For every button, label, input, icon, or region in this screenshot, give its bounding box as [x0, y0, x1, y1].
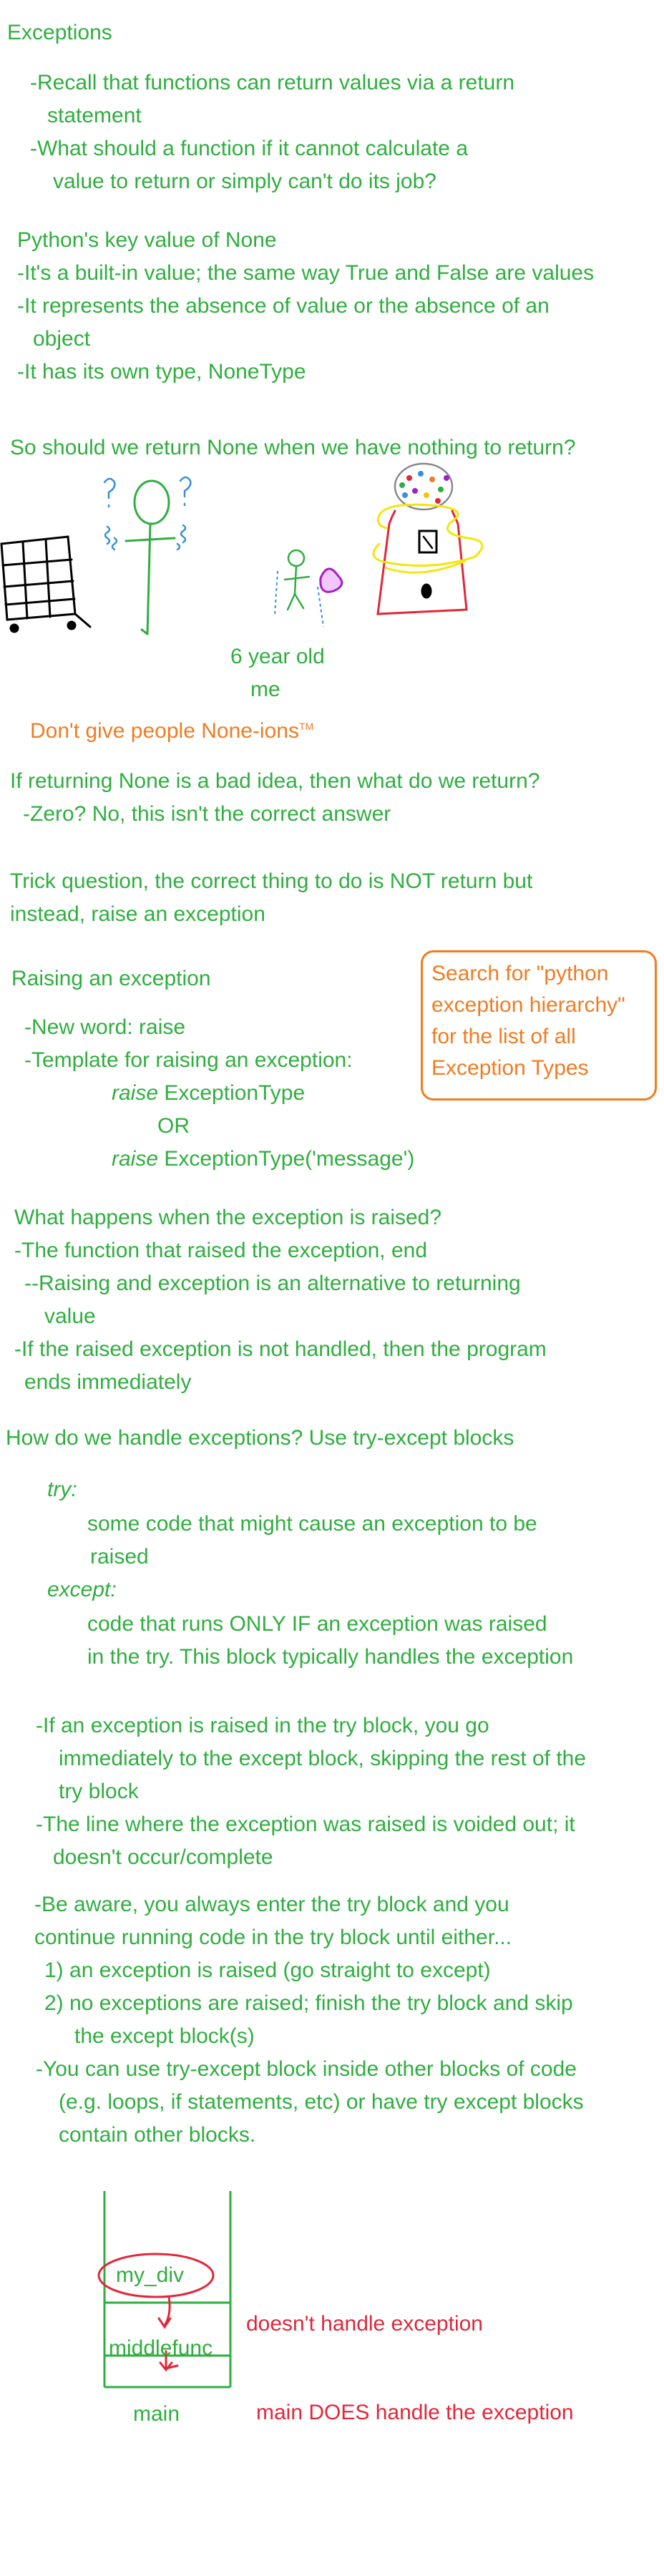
- raise-template-1: raise ExceptionType: [112, 1081, 306, 1105]
- trademark-mark: TM: [298, 721, 314, 732]
- six-year-old-caption: 6 year old: [230, 645, 325, 668]
- what-should-line-cont: value to return or simply can't do its j…: [53, 170, 436, 193]
- heading-what-happens: What happens when the exception is raise…: [14, 1206, 442, 1229]
- raise-exception-line: instead, raise an exception: [10, 902, 265, 926]
- gumball-machine-icon: [372, 462, 484, 615]
- except-keyword: except:: [47, 1578, 117, 1601]
- heading-exceptions: Exceptions: [7, 21, 112, 44]
- call-stack-diagram: [97, 2191, 232, 2389]
- stack-frame-my-div: my_div: [116, 2263, 185, 2287]
- main-note: main DOES handle the exception: [256, 2401, 574, 2424]
- absence-line: -It represents the absence of value or t…: [17, 294, 550, 318]
- kid-figure-icon: [283, 549, 311, 611]
- my-div-circle: [97, 2253, 215, 2298]
- nested-line-cont: (e.g. loops, if statements, etc) or have…: [59, 2090, 584, 2114]
- nested-line-cont2: contain other blocks.: [59, 2123, 256, 2147]
- nonetype-line: -It has its own type, NoneType: [17, 360, 306, 384]
- down-arrow-icon: [159, 2350, 179, 2372]
- search-tip-line: Exception Types: [431, 1056, 589, 1080]
- template-line: -Template for raising an exception:: [24, 1048, 353, 1072]
- case-one-line: 1) an exception is raised (go straight t…: [44, 1958, 491, 1982]
- search-tip-box: Search for "python exception hierarchy" …: [421, 950, 657, 1101]
- recall-line: -Recall that functions can return values…: [30, 71, 515, 94]
- confused-stick-figure-icon: [125, 479, 176, 635]
- absence-line-cont: object: [33, 327, 91, 351]
- nested-line: -You can use try-except block inside oth…: [36, 2057, 577, 2081]
- heading-none: Python's key value of None: [17, 228, 277, 252]
- trick-question-line: Trick question, the correct thing to do …: [10, 869, 533, 893]
- raise-keyword: raise: [112, 1081, 159, 1105]
- candy-bag-icon: [319, 567, 343, 593]
- question-mark-icon: [103, 476, 192, 551]
- stack-frame-middlefunc: middlefunc: [109, 2336, 213, 2360]
- try-body-line: some code that might cause an exception …: [87, 1512, 537, 1536]
- recall-line-cont: statement: [47, 104, 142, 127]
- except-body-line-cont: in the try. This block typically handles…: [87, 1645, 574, 1669]
- not-handled-line-cont: ends immediately: [24, 1370, 192, 1394]
- or-label: OR: [157, 1114, 190, 1138]
- voided-line: -The line where the exception was raised…: [36, 1813, 575, 1836]
- what-should-line: -What should a function if it cannot cal…: [30, 137, 469, 160]
- raised-in-try-line: -If an exception is raised in the try bl…: [36, 1714, 489, 1737]
- function-ends-line: -The function that raised the exception,…: [14, 1239, 428, 1262]
- not-handled-line: -If the raised exception is not handled,…: [14, 1337, 547, 1361]
- alternative-line-cont: value: [44, 1304, 96, 1328]
- gumball-dots: [399, 471, 449, 504]
- none-ions-pun: Don't give people None-ionsTM: [30, 719, 314, 743]
- raised-in-try-line-cont2: try block: [59, 1780, 139, 1803]
- heading-how-handle: How do we handle exceptions? Use try-exc…: [6, 1426, 514, 1450]
- case-two-line: 2) no exceptions are raised; finish the …: [44, 1991, 573, 2015]
- except-body-line: code that runs ONLY IF an exception was …: [87, 1612, 547, 1636]
- new-word-line: -New word: raise: [24, 1015, 186, 1039]
- raise-keyword: raise: [112, 1147, 159, 1171]
- shopping-cart-icon: [0, 535, 92, 633]
- return-none-question: So should we return None when we have no…: [10, 436, 576, 459]
- case-two-line-cont: the except block(s): [74, 2024, 255, 2048]
- be-aware-line-cont: continue running code in the try block u…: [34, 1926, 512, 1949]
- try-body-line-cont: raised: [90, 1545, 149, 1568]
- me-caption: me: [250, 678, 280, 701]
- down-arrow-icon: [157, 2296, 172, 2329]
- heading-raising: Raising an exception: [11, 967, 211, 990]
- stack-frame-main: main: [133, 2402, 180, 2426]
- voided-line-cont: doesn't occur/complete: [53, 1845, 273, 1869]
- middlefunc-note: doesn't handle exception: [246, 2312, 483, 2336]
- raise-template-2: raise ExceptionType('message'): [112, 1147, 415, 1171]
- doodle-illustration: [0, 462, 484, 635]
- raised-in-try-line-cont: immediately to the except block, skippin…: [59, 1747, 587, 1770]
- zero-line: -Zero? No, this isn't the correct answer: [23, 802, 391, 826]
- try-keyword: try:: [47, 1478, 77, 1501]
- search-tip-line: exception hierarchy": [431, 993, 625, 1017]
- be-aware-line: -Be aware, you always enter the try bloc…: [34, 1893, 509, 1916]
- alternative-line: --Raising and exception is an alternativ…: [24, 1272, 521, 1295]
- what-do-we-return-line: If returning None is a bad idea, then wh…: [10, 769, 540, 793]
- search-tip-line: for the list of all: [431, 1025, 576, 1048]
- builtin-line: -It's a built-in value; the same way Tru…: [17, 261, 595, 285]
- search-tip-line: Search for "python: [431, 962, 609, 985]
